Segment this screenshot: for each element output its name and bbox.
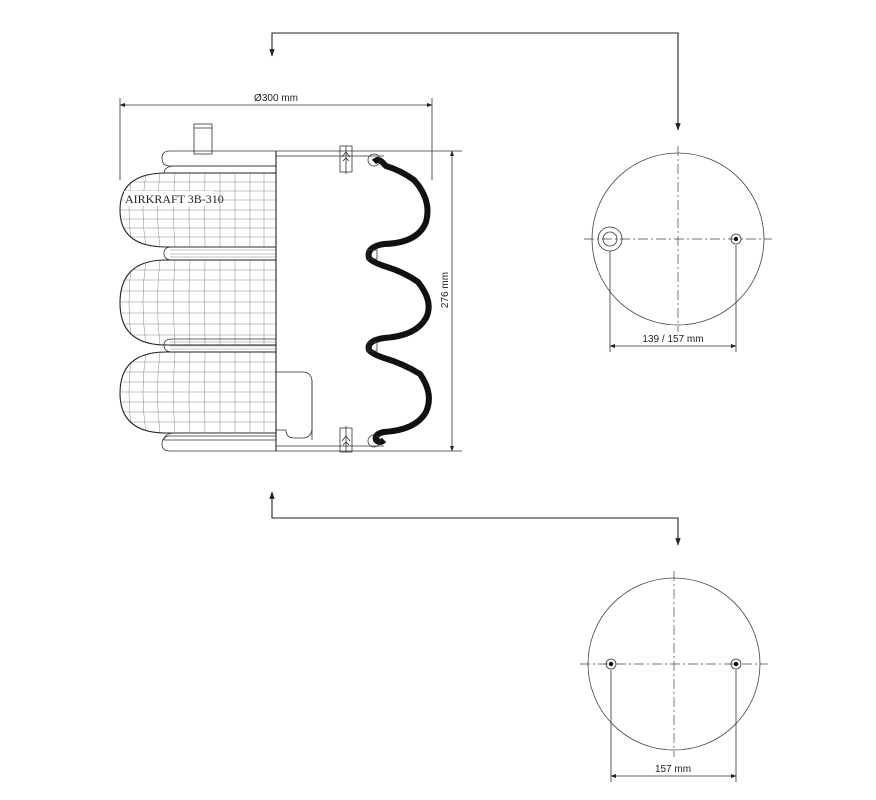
mounting-stud-top xyxy=(730,233,742,245)
height-label: 276 mm xyxy=(440,272,451,308)
top-plate-view: 139 / 157 mm xyxy=(584,146,772,352)
bump-stop xyxy=(276,371,313,439)
top-view-leader xyxy=(269,32,681,131)
convolution-3-grid xyxy=(120,352,276,433)
top-bolt xyxy=(339,145,353,174)
model-label: AIRKRAFT 3B-310 xyxy=(125,192,224,206)
height-dimension: 276 mm xyxy=(384,150,462,452)
diameter-dimension: Ø300 mm xyxy=(119,93,433,180)
top-plate-spacing-label: 139 / 157 mm xyxy=(642,334,703,345)
section-view xyxy=(275,145,432,453)
air-inlet-fitting xyxy=(193,123,213,155)
mounting-stud-bottom-right xyxy=(730,658,742,670)
bottom-view-leader xyxy=(269,491,681,546)
diameter-label: Ø300 mm xyxy=(254,93,298,104)
mounting-stud-bottom-left xyxy=(605,658,617,670)
convolution-1-grid xyxy=(120,173,276,247)
bellows-exterior: AIRKRAFT 3B-310 xyxy=(119,123,276,452)
bottom-plate-view: 157 mm xyxy=(580,571,768,782)
bottom-plate-spacing-label: 157 mm xyxy=(655,764,691,775)
bellows-profile xyxy=(365,157,432,445)
bottom-bolt xyxy=(339,426,353,453)
convolution-2-grid xyxy=(120,260,276,345)
